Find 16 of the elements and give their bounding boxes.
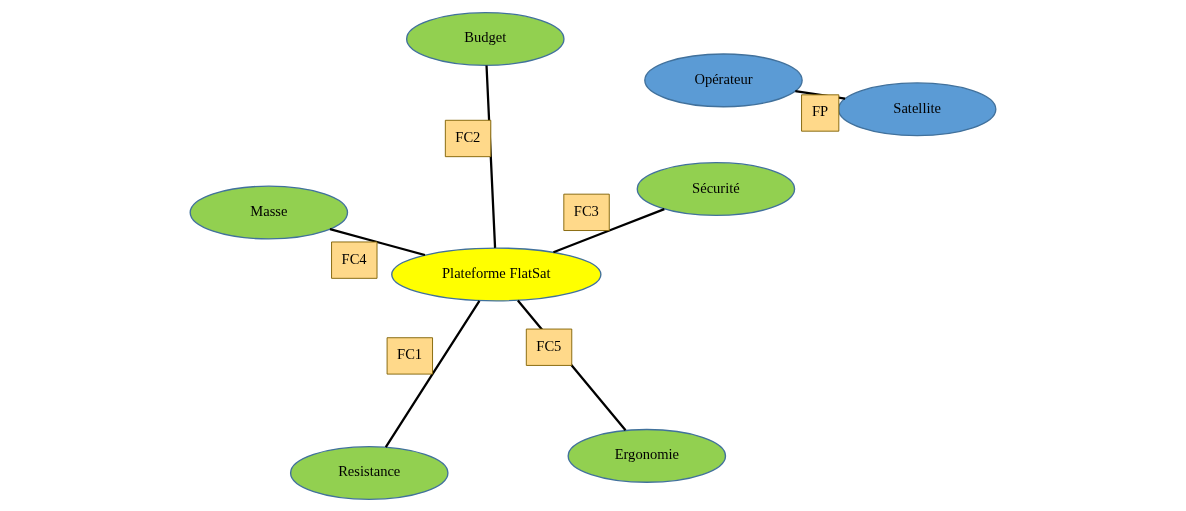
node-ellipse: Resistance <box>289 445 449 500</box>
node-ellipse: Sécurité <box>636 161 796 216</box>
edge-label: FP <box>812 102 829 119</box>
edge-label: FC3 <box>573 202 599 219</box>
edge-label: FC5 <box>536 337 562 354</box>
node-ellipse: Plateforme FlatSat <box>391 246 602 301</box>
node-ellipse: Masse <box>189 184 349 240</box>
edge-label: FC4 <box>341 250 367 267</box>
edge-label: FC2 <box>455 128 481 145</box>
node-ellipse: Budget <box>405 11 565 66</box>
connector <box>553 207 665 253</box>
connector <box>329 227 426 256</box>
node-ellipse: Opérateur <box>644 52 803 107</box>
node-ellipse: Ergonomie <box>567 428 727 483</box>
edge-label: FC1 <box>397 345 423 362</box>
node-ellipse: Satellite <box>837 81 997 136</box>
